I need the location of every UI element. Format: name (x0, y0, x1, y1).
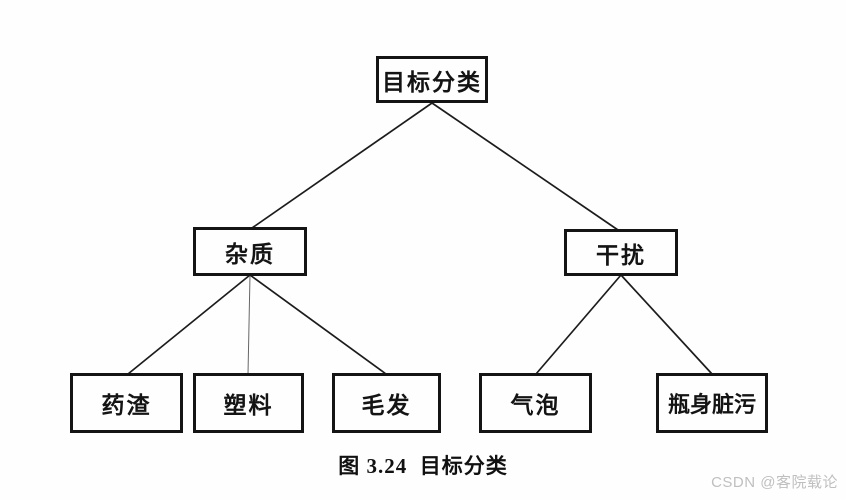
node-interference: 干扰 (564, 229, 678, 276)
node-bubble: 气泡 (479, 373, 592, 433)
edge-zazhi-yaozha (127, 274, 251, 375)
node-impurity: 杂质 (193, 227, 307, 276)
node-hair: 毛发 (332, 373, 441, 433)
edge-root-ganrao (431, 102, 619, 231)
edge-root-zazhi (251, 102, 433, 229)
node-medicine-dregs: 药渣 (70, 373, 183, 433)
node-bottle-stain: 瓶身脏污 (656, 373, 768, 433)
csdn-watermark: CSDN @客院载论 (711, 474, 838, 491)
figure-caption: 图 3.24 目标分类 (338, 454, 508, 478)
node-target-classification: 目标分类 (376, 56, 488, 103)
edge-zazhi-maofa (249, 274, 387, 375)
node-plastic: 塑料 (193, 373, 304, 433)
edge-zazhi-suliao (247, 274, 251, 375)
edge-ganrao-qipao (535, 274, 622, 375)
edge-ganrao-pingshen (620, 274, 713, 375)
